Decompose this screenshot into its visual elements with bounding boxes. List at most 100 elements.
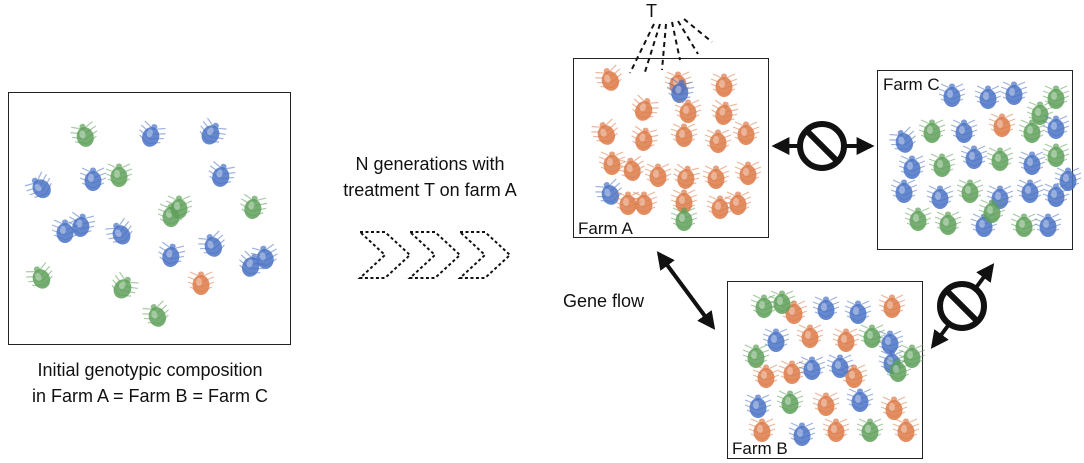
initial-population-box [8, 92, 291, 345]
farm-c-box: Farm C [877, 70, 1082, 250]
gene-flow-arrow [656, 251, 716, 330]
farm-a-mite-icon [595, 64, 624, 95]
farm-a-mite-icon [710, 71, 738, 101]
initial-mite-icon [70, 121, 99, 151]
farm-b-mite-icon [788, 420, 816, 450]
farm-a-mite-icon [674, 97, 702, 127]
farm-b-mite-icon [768, 288, 796, 318]
farm-c-mite-icon [1000, 79, 1028, 109]
farm-c-mite-icon [978, 197, 1006, 227]
no-flow-icon-a-c [797, 121, 847, 171]
farm-c-mite-icon [960, 143, 988, 173]
farm-a-mite-icon [630, 189, 658, 219]
process-caption-line2: treatment T on farm A [343, 180, 517, 200]
farm-b-mite-icon [752, 362, 780, 392]
initial-mite-icon [165, 193, 193, 223]
initial-mite-icon [105, 161, 133, 191]
initial-mite-icon [137, 120, 166, 151]
farm-b-mite-icon [812, 294, 840, 324]
initial-mite-icon [197, 117, 227, 149]
initial-caption-line1: Initial genotypic composition [37, 360, 263, 380]
farm-a-mite-icon [670, 205, 698, 235]
initial-mite-icon [67, 211, 96, 241]
farm-b-mite-icon [796, 322, 824, 352]
farm-c-mite-icon [988, 111, 1016, 141]
farm-b-mite-icon [780, 298, 808, 328]
farm-a-mite-icon [644, 161, 672, 191]
spray-icon [629, 18, 713, 74]
farm-c-mite-icon [889, 126, 918, 157]
farm-c-mite-icon [934, 209, 962, 239]
farm-b-mite-icon [798, 354, 826, 384]
farm-c-mite-icon [1042, 113, 1070, 143]
farm-c-mite-icon [986, 145, 1014, 175]
initial-mite-icon [187, 269, 215, 299]
farm-a-mite-icon [666, 77, 695, 107]
initial-caption-line2: in Farm A = Farm B = Farm C [31, 386, 269, 406]
farm-b-mite-icon [822, 416, 850, 446]
initial-mite-icon [24, 171, 55, 203]
initial-mite-icon [25, 262, 55, 293]
farm-b-mite-icon [748, 416, 776, 446]
initial-mite-icon [109, 271, 139, 303]
farm-c-mite-icon [950, 117, 978, 147]
farm-c-mite-icon [928, 151, 956, 181]
farm-a-mite-icon [670, 121, 698, 151]
farm-b-mite-icon [812, 390, 840, 420]
farm-c-mite-icon [956, 177, 984, 207]
initial-mite-icon [79, 165, 107, 195]
farm-b-mite-icon [776, 388, 804, 418]
farm-b-mite-icon [846, 386, 874, 416]
no-flow-icon-b-c [937, 281, 987, 331]
generations-chevrons-icon [357, 231, 512, 279]
farm-c-mite-icon [1026, 99, 1054, 129]
initial-caption: Initial genotypic composition in Farm A … [0, 357, 300, 409]
farm-b-mite-icon [884, 356, 912, 386]
farm-b-mite-icon [744, 392, 772, 422]
farm-b-mite-icon [880, 394, 908, 424]
gene-flow-label: Gene flow [563, 291, 645, 311]
farm-a-mite-icon [617, 155, 646, 185]
initial-mite-icon [51, 217, 79, 247]
initial-mite-icon [157, 241, 186, 271]
farm-c-mite-icon [926, 183, 954, 213]
farm-b-mite-icon [778, 358, 806, 388]
farm-b-mite-icon [878, 292, 906, 322]
farm-c-mite-icon [1054, 165, 1082, 195]
initial-mite-icon [105, 217, 135, 249]
farm-c-mite-icon [1018, 149, 1046, 179]
farm-c-mite-icon [1016, 177, 1044, 207]
farm-c-mite-icon [938, 81, 966, 111]
initial-mite-icon [198, 230, 227, 261]
farm-a-box: Farm A [573, 58, 769, 238]
farm-a-mite-icon [710, 99, 739, 129]
farm-c-mite-icon [1042, 83, 1070, 113]
farm-c-mite-icon [1042, 141, 1070, 171]
farm-a-mite-icon [702, 163, 730, 193]
farm-a-label: Farm A [578, 219, 633, 238]
farm-b-mite-icon [876, 328, 904, 358]
farm-a-mite-icon [630, 94, 659, 125]
farm-a-mite-icon [670, 187, 698, 217]
farm-c-mite-icon [898, 153, 926, 183]
farm-b-mite-icon [832, 326, 860, 356]
initial-mite-icon [207, 161, 236, 191]
farm-b-mite-icon [742, 342, 770, 372]
farm-c-label: Farm C [883, 75, 940, 94]
farm-b-mite-icon [844, 298, 872, 328]
farm-c-mite-icon [974, 83, 1002, 113]
farm-b-mite-icon [826, 352, 854, 382]
farm-a-mite-icon [672, 163, 701, 193]
farm-b-label: Farm B [732, 439, 788, 458]
farm-c-mite-icon [1042, 181, 1070, 211]
initial-mite-icon [250, 243, 279, 273]
farm-a-mite-icon [598, 149, 626, 179]
farm-c-mite-icon [918, 117, 946, 147]
farm-a-mite-icon [591, 118, 620, 149]
farm-a-mite-icon [630, 125, 659, 155]
farm-b-mite-icon [858, 322, 886, 352]
treatment-label: T [646, 1, 657, 21]
farm-b-mite-icon [856, 416, 884, 446]
initial-mite-icon [239, 193, 268, 223]
